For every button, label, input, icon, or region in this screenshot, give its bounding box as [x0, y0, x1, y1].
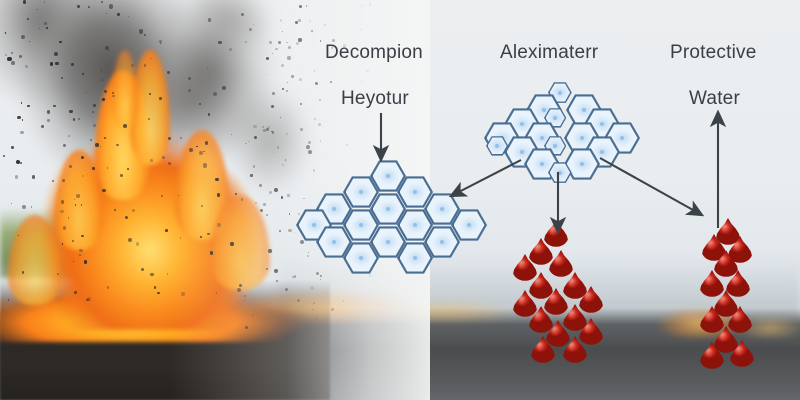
water-droplet: [578, 318, 604, 345]
flame-tongue: [112, 50, 138, 130]
water-droplet: [528, 238, 554, 265]
label-aleximaterr: Aleximaterr: [500, 42, 599, 63]
water-droplet: [725, 270, 751, 297]
water-droplet: [578, 286, 604, 313]
water-droplet: [543, 288, 569, 315]
water-droplet: [548, 250, 574, 277]
water-droplet: [699, 270, 725, 297]
water-droplet: [701, 234, 727, 261]
water-droplet: [528, 306, 554, 333]
water-droplet: [528, 272, 554, 299]
label-decompion: Decompion: [325, 42, 423, 63]
water-droplet: [729, 340, 755, 367]
hexagon-cell: [548, 162, 572, 183]
water-droplet: [562, 336, 588, 363]
water-droplet: [713, 326, 739, 353]
water-droplet: [715, 218, 741, 245]
hexagon-cell: [486, 136, 509, 156]
arrow-center-to-right: [599, 157, 705, 217]
water-droplet: [713, 250, 739, 277]
label-water: Water: [689, 88, 740, 109]
water-droplet: [713, 290, 739, 317]
hexagon-cell: [343, 209, 379, 241]
water-droplet: [699, 342, 725, 369]
water-droplet: [512, 254, 538, 281]
water-droplet: [512, 290, 538, 317]
water-droplet: [699, 306, 725, 333]
water-droplet: [562, 272, 588, 299]
water-droplet: [530, 336, 556, 363]
label-heyotur: Heyotur: [341, 88, 409, 109]
water-droplet: [562, 304, 588, 331]
arrow-center-to-left-hex: [448, 159, 522, 198]
label-protective: Protective: [670, 42, 757, 63]
water-droplet: [545, 320, 571, 347]
water-droplet: [727, 236, 753, 263]
water-droplet: [727, 306, 753, 333]
